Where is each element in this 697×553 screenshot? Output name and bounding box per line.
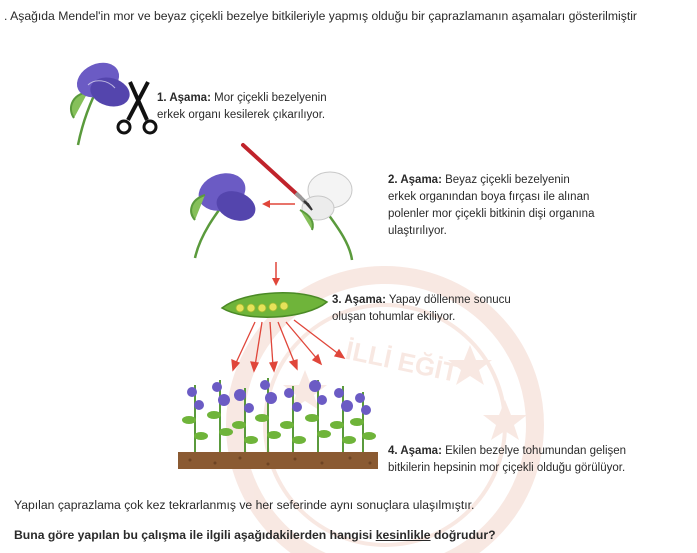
step-3-line-2: oluşan tohumlar ekiliyor. [332,311,456,323]
pea-plants [182,378,376,452]
white-flower [299,171,354,261]
pea-pod [220,292,329,318]
step-4-title: 4. Aşama: [388,445,442,457]
soil [178,452,378,469]
step-2-line-1: Beyaz çiçekli bezelyenin [445,174,570,186]
arrow-down [272,262,280,286]
question-text: Buna göre yapılan bu çalışma ile ilgili … [14,527,496,544]
step-3: 3. Aşama: Yapay döllenme sonucu oluşan t… [332,292,511,326]
step-4-line-1: Ekilen bezelye tohumundan gelişen [445,445,627,457]
question-before: Buna göre yapılan bu çalışma ile ilgili … [14,528,376,542]
step-2-line-2: erkek organından boya fırçası ile alınan [388,191,590,203]
step-3-line-1: Yapay döllenme sonucu [388,294,511,306]
step-1: 1. Aşama: Mor çiçekli bezelyenin erkek o… [157,90,327,124]
step-4: 4. Aşama: Ekilen bezelye tohumundan geli… [388,443,626,477]
step-2-line-3: polenler mor çiçekli bitkinin dişi organ… [388,208,595,220]
seed-arrows [231,319,346,373]
step-1-line-2: erkek organı kesilerek çıkarılıyor. [157,109,326,121]
watermark-text: İLLİ EĞİT [343,335,461,388]
step-2-line-4: ulaştırılıyor. [388,225,447,237]
step-4-line-2: bitkilerin hepsinin mor çiçekli olduğu g… [388,462,626,474]
step-3-title: 3. Aşama: [332,294,386,306]
arrow-left [262,200,295,208]
step-1-title: 1. Aşama: [157,92,211,104]
paintbrush-icon [241,143,313,211]
conclusion-text: Yapılan çaprazlama çok kez tekrarlanmış … [14,498,475,512]
intro-text: . Aşağıda Mendel'in mor ve beyaz çiçekli… [4,9,637,23]
step-2: 2. Aşama: Beyaz çiçekli bezelyenin erkek… [388,172,594,240]
step-1-line-1: Mor çiçekli bezelyenin [214,92,327,104]
purple-flower-step1 [70,62,130,146]
question-emphasis: kesinlikle [375,528,431,542]
purple-flower-step2 [190,173,256,259]
step-2-title: 2. Aşama: [388,174,442,186]
question-after: doğrudur? [430,528,496,542]
scissors-icon [116,81,158,135]
